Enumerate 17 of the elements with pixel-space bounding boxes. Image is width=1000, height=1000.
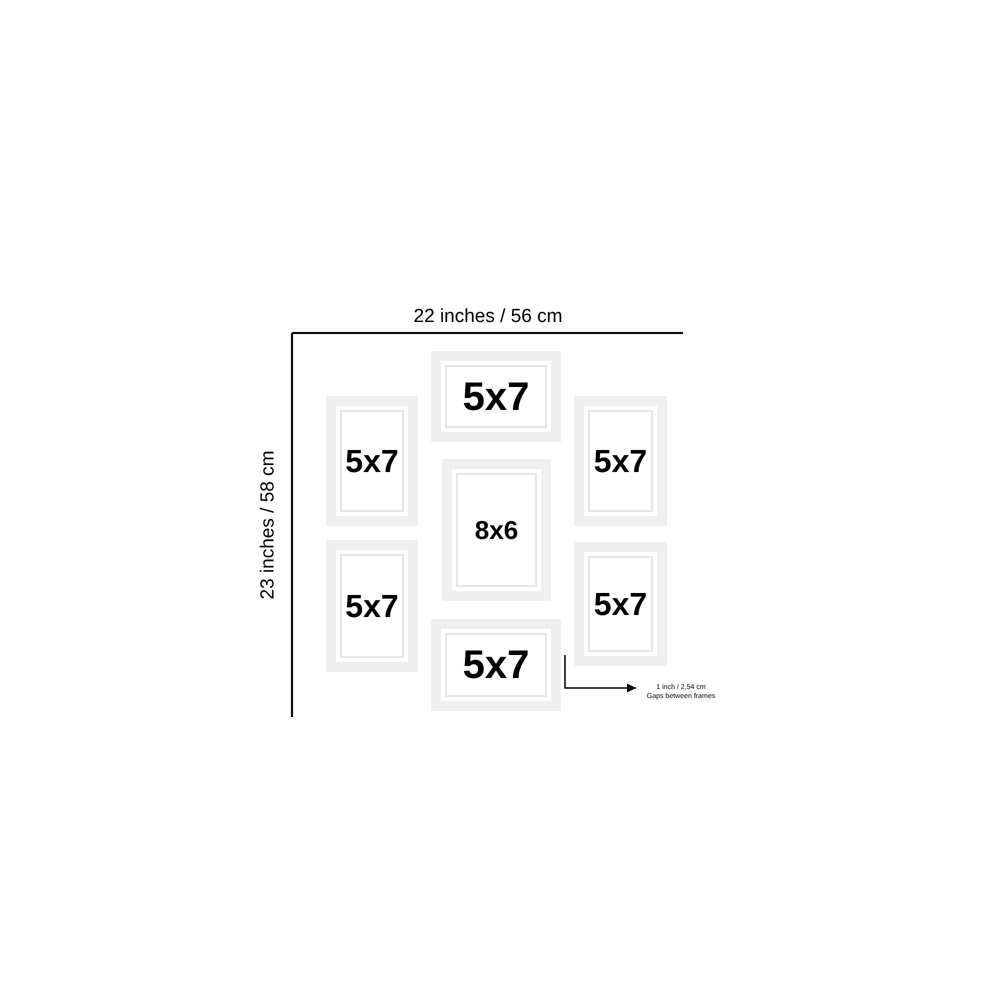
picture-frame bbox=[431, 351, 561, 442]
dimension-label: 22 inches / 56 cm bbox=[414, 306, 562, 328]
picture-frame bbox=[442, 459, 551, 601]
leader-line bbox=[564, 655, 636, 692]
frame-size-label: 8x6 bbox=[474, 517, 518, 543]
picture-frame bbox=[326, 540, 418, 672]
frame-size-label: 5x7 bbox=[594, 588, 648, 620]
picture-frame bbox=[431, 619, 561, 711]
frame-size-label: 5x7 bbox=[462, 645, 530, 685]
frame-size-label: 5x7 bbox=[594, 445, 648, 477]
frame-size-label: 5x7 bbox=[462, 376, 530, 416]
picture-frame bbox=[574, 396, 667, 526]
frame-size-label: 5x7 bbox=[345, 590, 399, 622]
picture-frame bbox=[574, 542, 667, 666]
frame-size-label: 5x7 bbox=[345, 445, 399, 477]
dimension-label: 23 inches / 58 cm bbox=[257, 450, 279, 600]
picture-frame bbox=[326, 396, 418, 526]
